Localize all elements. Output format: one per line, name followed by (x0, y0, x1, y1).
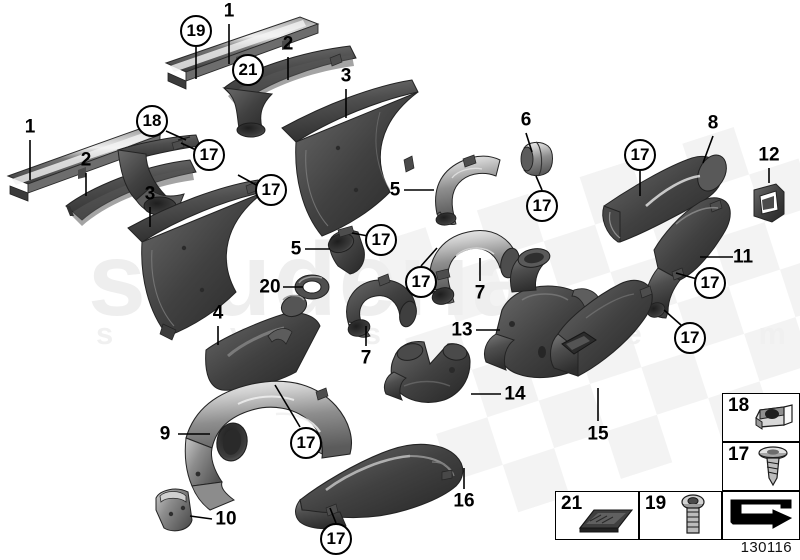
part-3-panel-upper (281, 79, 419, 237)
leader-line (535, 175, 543, 191)
part-16-long-duct (295, 443, 464, 530)
callout-number-20[interactable]: 20 (259, 276, 281, 298)
callout-circle-17[interactable]: 17 (320, 523, 352, 555)
callout-circle-17[interactable]: 17 (365, 224, 397, 256)
callout-number-1[interactable]: 1 (223, 0, 235, 22)
leader-line (274, 384, 301, 428)
callout-circle-19[interactable]: 19 (180, 15, 212, 47)
part-1-upper-rail-a (164, 16, 320, 90)
part-4-cover-panel (205, 294, 321, 391)
callout-number-9[interactable]: 9 (159, 423, 171, 445)
screw-washer-icon (758, 446, 788, 487)
callout-number-2[interactable]: 2 (282, 33, 294, 55)
callout-number-12[interactable]: 12 (758, 144, 780, 166)
callout-circle-17[interactable]: 17 (674, 322, 706, 354)
part-10-sleeve (155, 488, 193, 532)
part-5-elbow-upper (435, 154, 501, 226)
callout-number-10[interactable]: 10 (215, 508, 237, 530)
callout-number-16[interactable]: 16 (453, 490, 475, 512)
leader-line (237, 174, 259, 187)
part-2-trim-upper (222, 45, 357, 138)
callout-circle-17[interactable]: 17 (624, 139, 656, 171)
legend-label-18: 18 (728, 395, 750, 416)
callout-number-8[interactable]: 8 (707, 112, 719, 134)
callout-number-11[interactable]: 11 (732, 246, 754, 268)
callout-circle-17[interactable]: 17 (255, 174, 287, 206)
bent-arrow-icon (730, 499, 793, 529)
leader-line (329, 507, 337, 524)
callout-number-2[interactable]: 2 (80, 149, 92, 171)
callout-circle-21[interactable]: 21 (232, 54, 264, 86)
part-5-elbow-lower (327, 225, 365, 275)
callout-number-15[interactable]: 15 (587, 423, 609, 445)
legend-box-21[interactable]: 21 (555, 491, 639, 540)
legend-label-17: 17 (728, 444, 750, 465)
callout-number-7[interactable]: 7 (474, 282, 486, 304)
callout-number-1[interactable]: 1 (24, 116, 36, 138)
leader-line (675, 272, 698, 280)
leader-line (165, 130, 187, 141)
callout-number-6[interactable]: 6 (520, 109, 532, 131)
callout-number-3[interactable]: 3 (340, 65, 352, 87)
callout-circle-17[interactable]: 17 (193, 139, 225, 171)
callout-circle-17[interactable]: 17 (526, 190, 558, 222)
callout-number-5[interactable]: 5 (389, 179, 401, 201)
legend-box-19[interactable]: 19 (639, 491, 722, 540)
callout-number-4[interactable]: 4 (212, 302, 224, 324)
callout-number-5[interactable]: 5 (290, 238, 302, 260)
callout-circle-17[interactable]: 17 (405, 266, 437, 298)
leader-line (189, 515, 213, 520)
callout-number-13[interactable]: 13 (451, 319, 473, 341)
diagram-id-label: 130116 (740, 539, 792, 556)
callout-circle-17[interactable]: 17 (290, 427, 322, 459)
legend-box-17[interactable]: 17 (722, 442, 800, 491)
legend-box-arrow[interactable] (722, 491, 800, 540)
leader-line (525, 132, 533, 153)
callout-number-3[interactable]: 3 (144, 183, 156, 205)
legend-label-19: 19 (645, 493, 667, 514)
rail-strip-icon (578, 509, 634, 533)
callout-circle-18[interactable]: 18 (136, 105, 168, 137)
clip-nut-icon (755, 404, 793, 430)
torx-screw-icon (681, 494, 705, 534)
callout-number-14[interactable]: 14 (504, 383, 526, 405)
part-20-seal-ring (294, 274, 330, 300)
legend-box-18[interactable]: 18 (722, 393, 800, 442)
callout-circle-17[interactable]: 17 (694, 267, 726, 299)
callout-number-7[interactable]: 7 (360, 347, 372, 369)
part-9-main-pipe (184, 380, 353, 511)
